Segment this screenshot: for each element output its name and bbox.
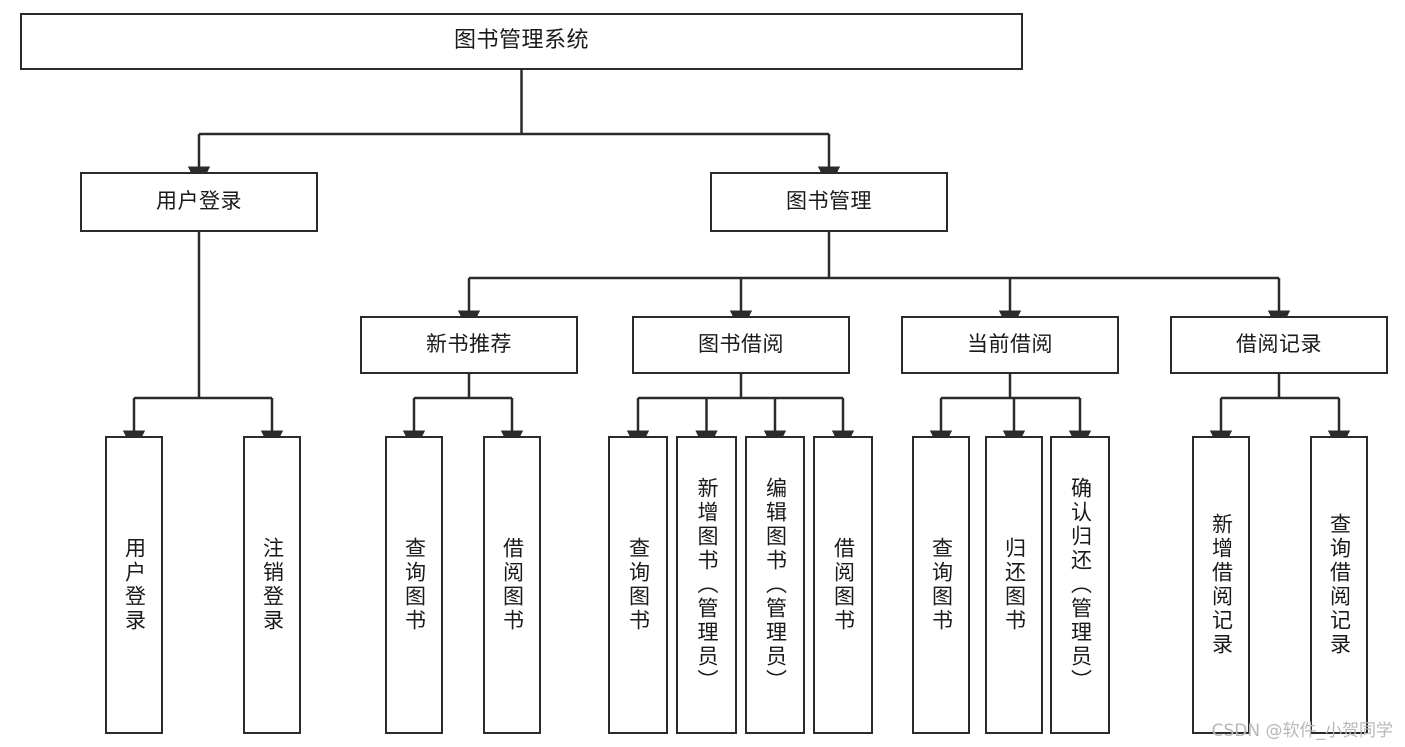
node-leaf-logout-login[interactable]: 注销登录 xyxy=(243,436,301,734)
node-leaf-add-book-admin[interactable]: 新增图书（管理员） xyxy=(676,436,737,734)
node-root[interactable]: 图书管理系统 xyxy=(20,13,1023,70)
node-leaf-query-book-1[interactable]: 查询图书 xyxy=(385,436,443,734)
node-leaf-edit-book-admin[interactable]: 编辑图书（管理员） xyxy=(745,436,805,734)
node-leaf-add-borrow-record[interactable]: 新增借阅记录 xyxy=(1192,436,1250,734)
node-borrow-record[interactable]: 借阅记录 xyxy=(1170,316,1388,374)
node-label: 用户登录 xyxy=(122,537,147,633)
node-book-borrow[interactable]: 图书借阅 xyxy=(632,316,850,374)
connector-layer xyxy=(122,70,1351,453)
node-leaf-borrow-book-2[interactable]: 借阅图书 xyxy=(813,436,873,734)
node-leaf-return-book[interactable]: 归还图书 xyxy=(985,436,1043,734)
node-label: 借阅图书 xyxy=(831,537,856,633)
node-label: 借阅记录 xyxy=(1236,332,1322,357)
node-label: 查询图书 xyxy=(402,537,427,633)
node-label: 图书借阅 xyxy=(698,332,784,357)
node-label: 新增借阅记录 xyxy=(1209,513,1234,657)
node-label: 归还图书 xyxy=(1002,537,1027,633)
node-label: 新书推荐 xyxy=(426,332,512,357)
node-label: 注销登录 xyxy=(260,537,285,633)
node-label: 借阅图书 xyxy=(500,537,525,633)
node-leaf-query-book-2[interactable]: 查询图书 xyxy=(608,436,668,734)
node-label: 用户登录 xyxy=(156,189,242,214)
node-new-book-recommend[interactable]: 新书推荐 xyxy=(360,316,578,374)
node-leaf-confirm-return-admin[interactable]: 确认归还（管理员） xyxy=(1050,436,1110,734)
node-leaf-query-book-3[interactable]: 查询图书 xyxy=(912,436,970,734)
node-label: 新增图书（管理员） xyxy=(695,477,719,693)
node-label: 确认归还（管理员） xyxy=(1068,477,1093,693)
node-leaf-user-login[interactable]: 用户登录 xyxy=(105,436,163,734)
node-label: 图书管理 xyxy=(786,189,872,214)
node-label: 图书管理系统 xyxy=(453,28,589,54)
node-user-login[interactable]: 用户登录 xyxy=(80,172,318,232)
node-label: 查询图书 xyxy=(929,537,954,633)
node-label: 查询借阅记录 xyxy=(1327,513,1352,657)
node-book-manage[interactable]: 图书管理 xyxy=(710,172,948,232)
node-label: 查询图书 xyxy=(626,537,651,633)
node-leaf-borrow-book-1[interactable]: 借阅图书 xyxy=(483,436,541,734)
node-current-borrow[interactable]: 当前借阅 xyxy=(901,316,1119,374)
node-label: 编辑图书（管理员） xyxy=(763,477,788,693)
node-label: 当前借阅 xyxy=(967,332,1053,357)
node-leaf-query-borrow-record[interactable]: 查询借阅记录 xyxy=(1310,436,1368,734)
